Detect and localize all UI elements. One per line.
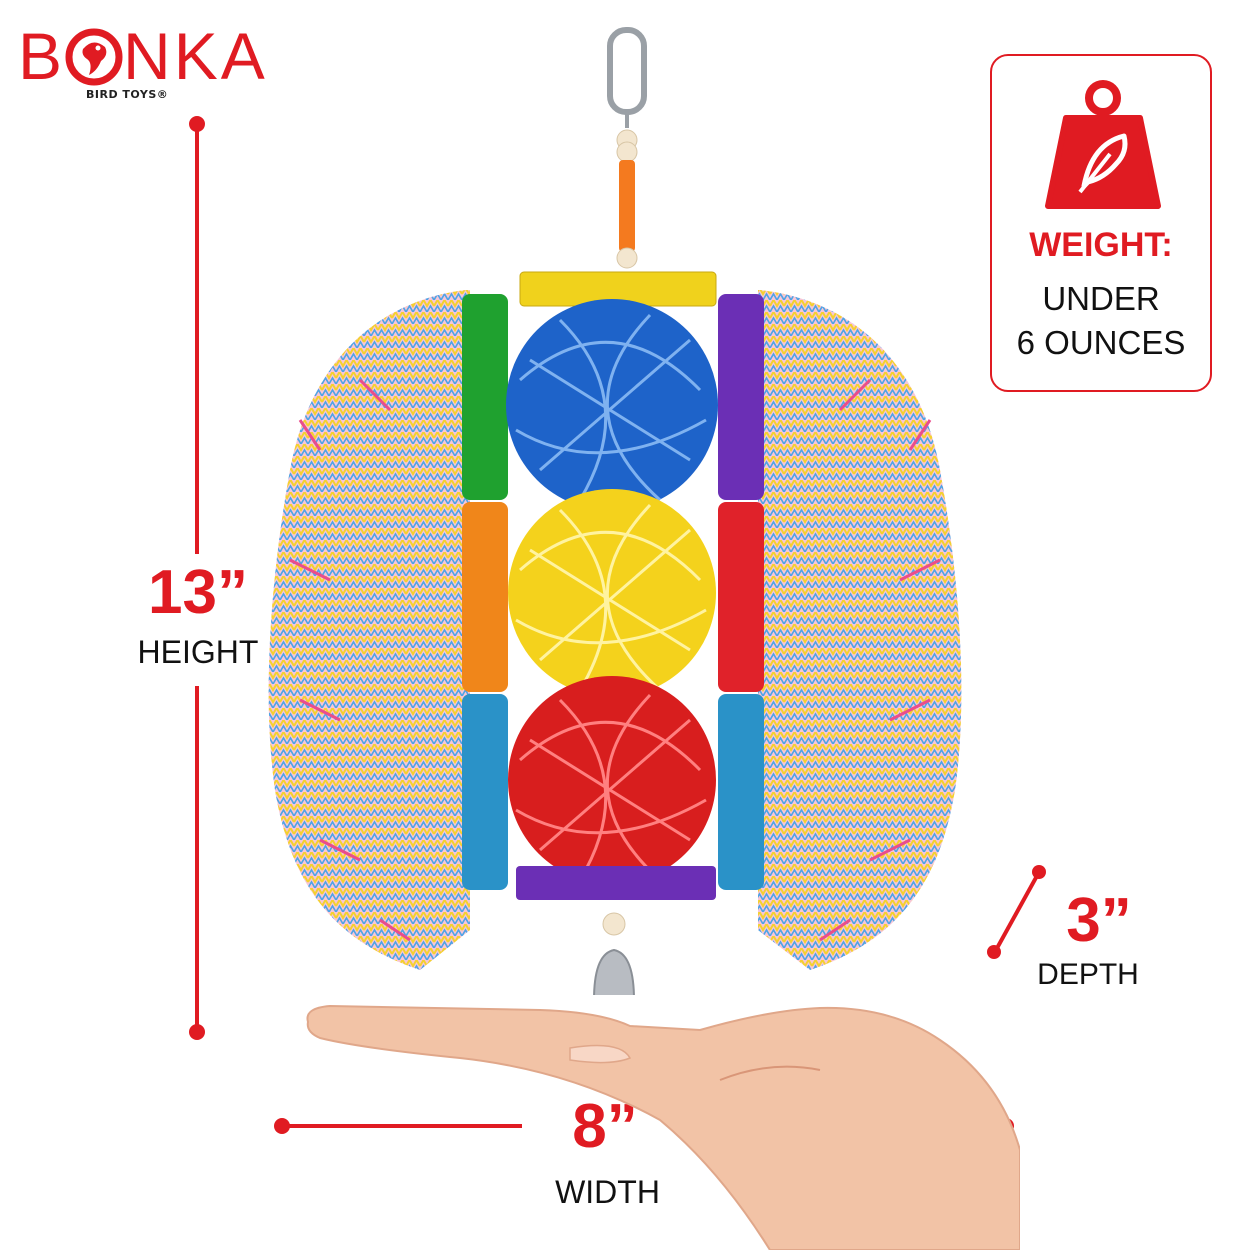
left-blue-block: [462, 694, 508, 890]
weight-title: WEIGHT:: [1029, 226, 1173, 264]
height-value: 13”: [148, 558, 248, 627]
bell-icon: [593, 912, 635, 995]
yellow-wicker-ball: [508, 489, 716, 697]
red-wicker-ball: [508, 676, 716, 884]
weight-line-2: 6 OUNCES: [1016, 324, 1186, 361]
width-value: 8”: [572, 1092, 638, 1161]
brand-logo: B NKA BIRD TOYS®: [18, 16, 288, 111]
blue-wicker-ball: [506, 299, 718, 511]
height-line-lower: [195, 686, 199, 1030]
brand-name: B NKA: [18, 16, 268, 96]
width-line-left: [282, 1124, 522, 1128]
width-label: WIDTH: [555, 1174, 660, 1210]
depth-line: [987, 865, 1046, 959]
parrot-logo-icon: [65, 16, 123, 96]
weight-feather-icon: [1045, 80, 1161, 209]
brand-subtitle: BIRD TOYS®: [86, 88, 169, 101]
bird-toy-illustration: [268, 27, 962, 995]
right-red-block: [718, 502, 764, 692]
left-green-block: [462, 294, 508, 500]
weight-info-box: WEIGHT: UNDER 6 OUNCES: [990, 54, 1212, 392]
hand-illustration: [306, 1004, 1020, 1250]
height-line-upper: [195, 124, 199, 554]
brand-name-end: NKA: [123, 19, 268, 93]
depth-value: 3”: [1066, 886, 1132, 955]
height-line-bottom-dot: [189, 1024, 205, 1040]
weight-line-1: UNDER: [1042, 280, 1160, 317]
bottom-purple-block: [516, 866, 716, 900]
brand-name-start: B: [18, 19, 66, 93]
right-blue-block: [718, 694, 764, 890]
right-shredded-paper: [758, 290, 962, 970]
height-label: HEIGHT: [137, 634, 259, 670]
depth-label: DEPTH: [1037, 958, 1139, 991]
left-orange-block: [462, 502, 508, 692]
hook-icon: [607, 27, 647, 269]
right-purple-block: [718, 294, 764, 500]
left-shredded-paper: [268, 290, 470, 970]
